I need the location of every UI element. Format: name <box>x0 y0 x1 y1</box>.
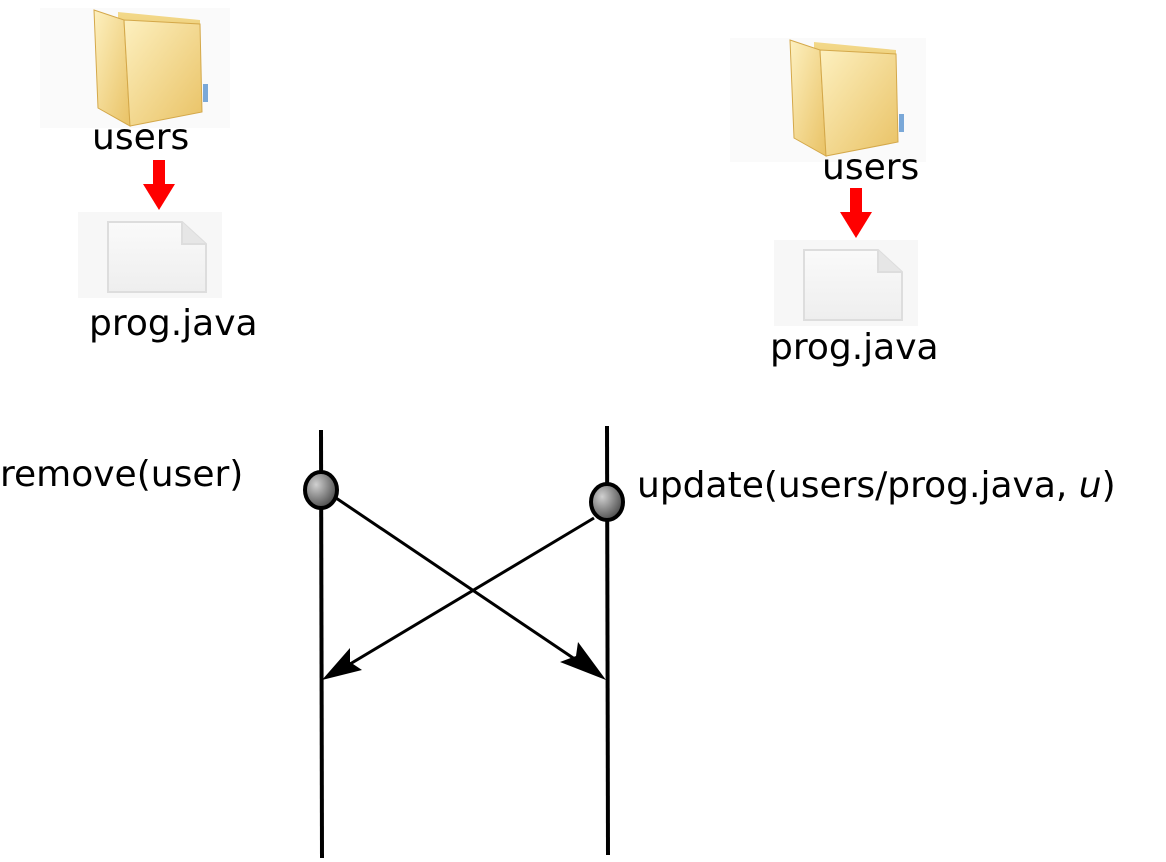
update-operation-suffix: ) <box>1101 465 1116 506</box>
left-file-label: prog.java <box>89 303 258 344</box>
message-remove-to-right <box>335 496 589 670</box>
remove-operation-label: remove(user) <box>0 454 244 495</box>
message-update-to-left <box>339 516 595 672</box>
update-operation-variable: u <box>1078 465 1102 506</box>
file-icon <box>774 240 918 326</box>
right-folder-label: users <box>822 147 920 188</box>
red-down-arrow-icon <box>840 188 872 238</box>
event-remove-marker <box>303 470 339 510</box>
folder-icon <box>40 8 230 128</box>
arrowhead-right <box>560 642 606 680</box>
update-operation-label: update(users/prog.java, u) <box>637 468 1116 504</box>
folder-icon <box>730 38 926 162</box>
right-file-label: prog.java <box>770 327 939 368</box>
update-operation-prefix: update(users/prog.java, <box>637 465 1079 506</box>
event-update-marker <box>589 482 625 522</box>
red-down-arrow-icon <box>143 160 175 210</box>
left-folder-label: users <box>92 117 190 158</box>
arrowhead-left <box>322 648 362 680</box>
file-icon <box>78 212 222 298</box>
